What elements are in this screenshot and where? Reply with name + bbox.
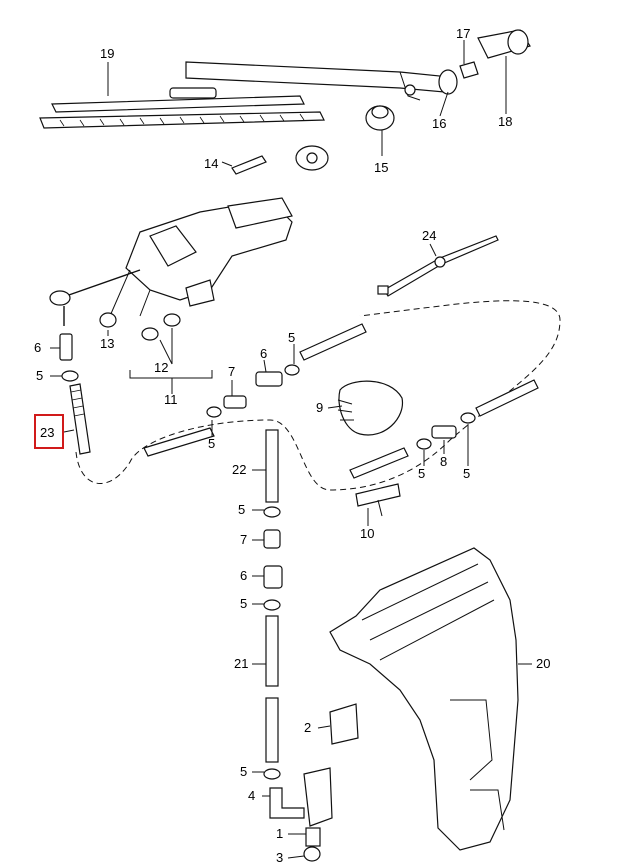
callout-1: 1 (276, 826, 283, 841)
callout-6b: 6 (260, 346, 267, 361)
callout-6a: 6 (34, 340, 41, 355)
seal-14 (231, 145, 329, 175)
hose-22 (265, 429, 279, 503)
washer-reservoir-20 (329, 547, 519, 851)
grommet-13 (99, 312, 117, 328)
callout-13: 13 (100, 336, 114, 351)
hose-23 (69, 383, 91, 455)
callout-14: 14 (204, 156, 218, 171)
callout-23: 23 (40, 425, 54, 440)
callout-21: 21 (234, 656, 248, 671)
callout-5c: 5 (288, 330, 295, 345)
hose-21 (265, 615, 279, 763)
callout-19: 19 (100, 46, 114, 61)
callout-17: 17 (456, 26, 470, 41)
nut-17 (459, 61, 479, 79)
clip-5-right-b (460, 412, 476, 424)
arm-cap-18 (477, 29, 531, 59)
callout-5f: 5 (238, 502, 245, 517)
grommet-15 (365, 105, 395, 131)
callout-8: 8 (440, 454, 447, 469)
callout-5g: 5 (240, 596, 247, 611)
callout-23-highlight: 23 (34, 414, 64, 449)
callout-4: 4 (248, 788, 255, 803)
hose-right (475, 379, 539, 417)
washer-nozzle-9 (337, 380, 404, 436)
clip-5-col-c (263, 768, 281, 780)
wiper-blade (39, 87, 325, 129)
hose-upper-right (299, 323, 367, 361)
connector-6-left (59, 333, 73, 361)
clip-5-mid2 (284, 364, 300, 376)
callout-22: 22 (232, 462, 246, 477)
callout-12: 12 (154, 360, 168, 375)
valve-8 (431, 425, 457, 439)
highlight-box (34, 414, 64, 449)
callout-10: 10 (360, 526, 374, 541)
callout-5a: 5 (36, 368, 43, 383)
wiper-arm (185, 61, 458, 101)
clip-5-right-a (416, 438, 432, 450)
callout-7a: 7 (228, 364, 235, 379)
leader-lines (50, 40, 532, 859)
callout-18: 18 (498, 114, 512, 129)
callout-9: 9 (316, 400, 323, 415)
callout-16: 16 (432, 116, 446, 131)
grommet-3 (303, 846, 321, 862)
hose-lower-mid (349, 447, 409, 479)
clip-10 (355, 483, 401, 517)
connector-6-col (263, 565, 283, 589)
clip-5-mid (206, 406, 222, 418)
washer-pump-1 (303, 767, 333, 847)
hose-route (75, 300, 561, 491)
callout-6c: 6 (240, 568, 247, 583)
clip-5-col-b (263, 599, 281, 611)
callout-5h: 5 (240, 764, 247, 779)
callout-24: 24 (422, 228, 436, 243)
callout-2: 2 (304, 720, 311, 735)
wiper-motor (49, 197, 293, 326)
clip-5-col-a (263, 506, 281, 518)
cable-tie-24 (377, 235, 499, 297)
callout-20: 20 (536, 656, 550, 671)
sponge-2 (329, 703, 359, 745)
valve-7 (223, 395, 247, 409)
callout-5d: 5 (418, 466, 425, 481)
callout-3: 3 (276, 850, 283, 865)
callout-15: 15 (374, 160, 388, 175)
clip-5-left (61, 370, 79, 382)
valve-7-col (263, 529, 281, 549)
connector-6-mid (255, 371, 283, 387)
callout-5b: 5 (208, 436, 215, 451)
hose-upper-left (143, 427, 215, 457)
callout-5e: 5 (463, 466, 470, 481)
callout-labels: 19 17 18 16 15 14 24 13 12 11 6 5 5 7 6 … (34, 26, 550, 865)
callout-11: 11 (164, 392, 178, 407)
callout-7b: 7 (240, 532, 247, 547)
bushings-12 (141, 313, 181, 341)
elbow-4 (269, 787, 305, 819)
